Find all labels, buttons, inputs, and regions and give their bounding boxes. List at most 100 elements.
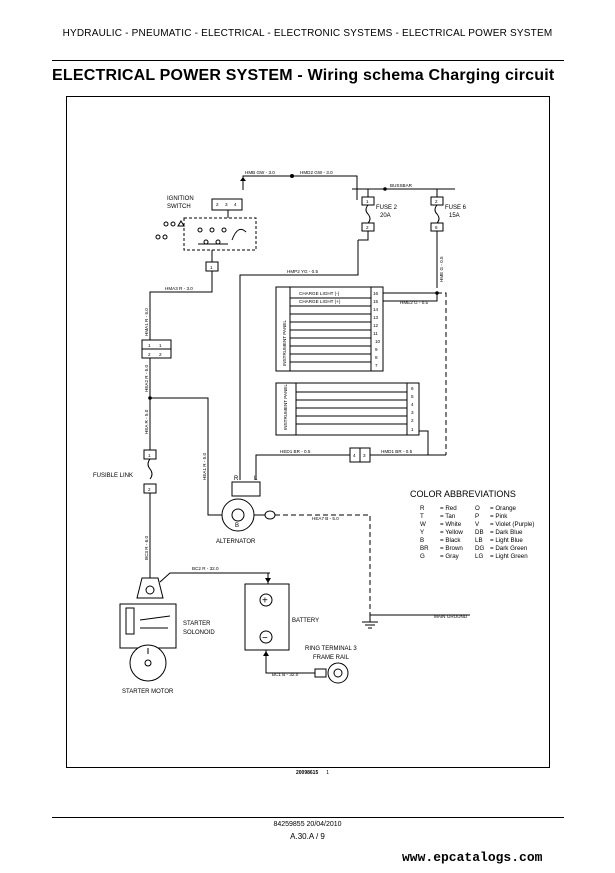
fl-pin-1: 1 bbox=[148, 453, 151, 458]
battery-neg-terminal bbox=[259, 630, 273, 644]
fuse2-rating: 20A bbox=[380, 213, 391, 219]
wire-label-hmb: HMB GW - 3.0 bbox=[245, 170, 275, 175]
charge-light-plus: CHARGE LIGHT (+) bbox=[299, 299, 341, 304]
switch-key-icon bbox=[231, 228, 247, 241]
legend-color: = Light Blue bbox=[490, 537, 523, 544]
panel1-pin: 10 bbox=[375, 339, 381, 344]
legend-right-column: O= Orange P= Pink V= Violet (Purple) DB=… bbox=[475, 505, 534, 560]
switch-contact bbox=[170, 221, 176, 227]
legend-code: O bbox=[475, 505, 480, 512]
panel1-pin: 14 bbox=[373, 307, 379, 312]
ignition-connector bbox=[211, 198, 243, 211]
ring-terminal-hole bbox=[333, 668, 343, 678]
arrow-icon bbox=[240, 177, 246, 181]
wire-label-hed1: HED1 BR - 0.5 bbox=[280, 449, 311, 454]
legend-code: DG bbox=[475, 545, 484, 552]
switch-contact bbox=[163, 221, 169, 227]
starter-solenoid-label: STARTER bbox=[183, 621, 211, 627]
alt-term-r: R bbox=[234, 476, 239, 482]
fl-pin-2: 2 bbox=[148, 487, 151, 492]
ign-pin-1: 1 bbox=[210, 265, 213, 270]
footer-rule bbox=[52, 817, 564, 818]
legend-color: = Red bbox=[440, 505, 457, 512]
arrow-icon bbox=[263, 651, 269, 656]
bussbar-node bbox=[383, 187, 387, 191]
panel2-pin: 3 bbox=[411, 410, 414, 415]
wire-hmp2 bbox=[239, 240, 359, 480]
legend-color: = Tan bbox=[440, 513, 456, 520]
legend-color: = Violet (Purple) bbox=[490, 521, 534, 528]
wire-label-hme: HME G - 0.5 bbox=[439, 256, 444, 282]
panel1-pin: 7 bbox=[375, 363, 378, 368]
fusible-link-element bbox=[147, 458, 153, 480]
panel1-pin: 15 bbox=[373, 299, 379, 304]
alt-term-l: L bbox=[254, 476, 258, 482]
conn-pin-2: 2 bbox=[159, 352, 162, 357]
panel2-pin: 2 bbox=[411, 418, 414, 423]
instrument-panel-label: INSTRUMENT PANEL bbox=[282, 320, 287, 366]
legend-color: = Orange bbox=[490, 505, 517, 512]
ignition-label: IGNITION bbox=[167, 196, 194, 202]
panel1-pin: 11 bbox=[373, 331, 378, 336]
panel1-pin-numbers: 16 15 14 13 12 11 10 9 8 7 bbox=[373, 291, 381, 368]
fuse2-out bbox=[358, 231, 369, 241]
panel2-pin: 4 bbox=[411, 402, 414, 407]
fuse2-label: FUSE 2 bbox=[376, 205, 398, 211]
page-header: HYDRAULIC - PNEUMATIC - ELECTRICAL - ELE… bbox=[62, 28, 553, 39]
ign-pin-4: 4 bbox=[234, 202, 237, 207]
legend-color: = White bbox=[440, 521, 462, 528]
wire-label-bc2: BC2 R - 32.0 bbox=[192, 566, 219, 571]
panel2-pin: 5 bbox=[411, 394, 414, 399]
solenoid-coil-icon bbox=[125, 607, 135, 635]
ring-terminal-label: RING TERMINAL 3 bbox=[305, 646, 357, 652]
fuse6-label: FUSE 6 bbox=[445, 205, 467, 211]
battery-label: BATTERY bbox=[292, 618, 319, 624]
legend-color: = Light Green bbox=[490, 553, 528, 560]
alternator-rotor-icon bbox=[231, 508, 245, 522]
instrument-panel-1 bbox=[275, 286, 372, 372]
wire-label-hea1: HEA1 R - 5.0 bbox=[202, 452, 207, 480]
ring-terminal-label-2: FRAME RAIL bbox=[313, 655, 350, 661]
wire-label-hea7: HEA7 B - 5.0 bbox=[312, 516, 339, 521]
legend-code: V bbox=[475, 521, 480, 528]
panel1-pin: 13 bbox=[373, 315, 379, 320]
legend-title: COLOR ABBREVIATIONS bbox=[410, 489, 516, 499]
legend-code: LG bbox=[475, 553, 483, 560]
legend-color: = Brown bbox=[440, 545, 463, 552]
ring-terminal-icon bbox=[327, 662, 349, 684]
fuse2-pin-1: 1 bbox=[366, 199, 369, 204]
solenoid-contact bbox=[139, 615, 171, 621]
battery-pos-terminal bbox=[259, 593, 273, 607]
legend-code: B bbox=[420, 537, 424, 544]
panel1-pin: 12 bbox=[373, 323, 379, 328]
wire-dashed-ground bbox=[437, 292, 447, 455]
wire-label-hmp2: HMP2 YG - 0.5 bbox=[287, 269, 319, 274]
legend-code: DB bbox=[475, 529, 484, 536]
alt-terminal-icon bbox=[264, 510, 276, 520]
legend-color: = Pink bbox=[490, 513, 508, 520]
wire-bc2 bbox=[159, 572, 270, 583]
wire-hme2 bbox=[383, 293, 438, 302]
figure-id: 20098615 bbox=[296, 770, 319, 776]
legend-code: T bbox=[420, 513, 424, 520]
fuse6-rating: 15A bbox=[449, 213, 460, 219]
color-legend: COLOR ABBREVIATIONS R = Red T = Tan W = Whi… bbox=[410, 489, 534, 560]
legend-color: = Dark Blue bbox=[490, 529, 523, 536]
conn-pin-1: 1 bbox=[159, 343, 162, 348]
fusible-link-label: FUSIBLE LINK bbox=[93, 473, 133, 479]
panel1-pin: 16 bbox=[373, 291, 379, 296]
legend-code: W bbox=[420, 521, 426, 528]
header-rule bbox=[52, 60, 564, 61]
alternator-label: ALTERNATOR bbox=[216, 539, 256, 545]
page-title: ELECTRICAL POWER SYSTEM - Wiring schema … bbox=[52, 67, 555, 84]
legend-color: = Gray bbox=[440, 553, 460, 560]
battery-plus-icon: + bbox=[262, 596, 268, 607]
panel1-pin: 9 bbox=[375, 347, 378, 352]
arrow-icon bbox=[265, 578, 271, 583]
wire-label-bc3: BC3 R - 6.0 bbox=[144, 536, 149, 560]
starter-motor-label: STARTER MOTOR bbox=[122, 689, 174, 695]
splice-node bbox=[290, 174, 294, 178]
legend-color: = Yellow bbox=[440, 529, 463, 536]
legend-code: R bbox=[420, 505, 425, 512]
legend-left-column: R= Red T= Tan W= White Y= Yellow B= Blac… bbox=[420, 505, 463, 560]
